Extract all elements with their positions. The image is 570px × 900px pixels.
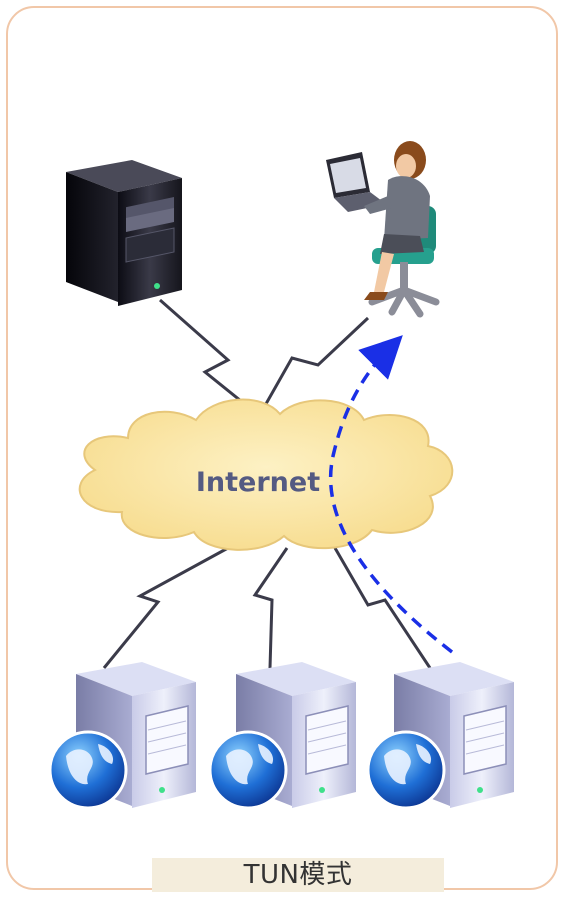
globe-web-server-icon	[48, 730, 128, 810]
link-client-internet	[256, 316, 370, 419]
cloud-shape	[78, 398, 454, 551]
office-worker-laptop-icon	[326, 141, 440, 318]
real-server-3	[366, 662, 514, 810]
tower-server-icon	[66, 160, 182, 306]
real-server-2	[208, 662, 356, 810]
real-server-1	[48, 662, 196, 810]
link-server2-internet	[252, 547, 289, 669]
globe-web-server-icon	[366, 730, 446, 810]
diagram-caption: TUN模式	[152, 858, 444, 892]
globe-web-server-icon	[208, 730, 288, 810]
internet-cloud: Internet	[78, 398, 454, 551]
link-director-internet	[159, 298, 263, 420]
direct-return-arrow	[328, 335, 454, 654]
link-server3-internet	[333, 547, 432, 669]
links	[102, 298, 432, 669]
cloud-label: Internet	[196, 467, 320, 498]
link-server1-internet	[102, 546, 229, 669]
